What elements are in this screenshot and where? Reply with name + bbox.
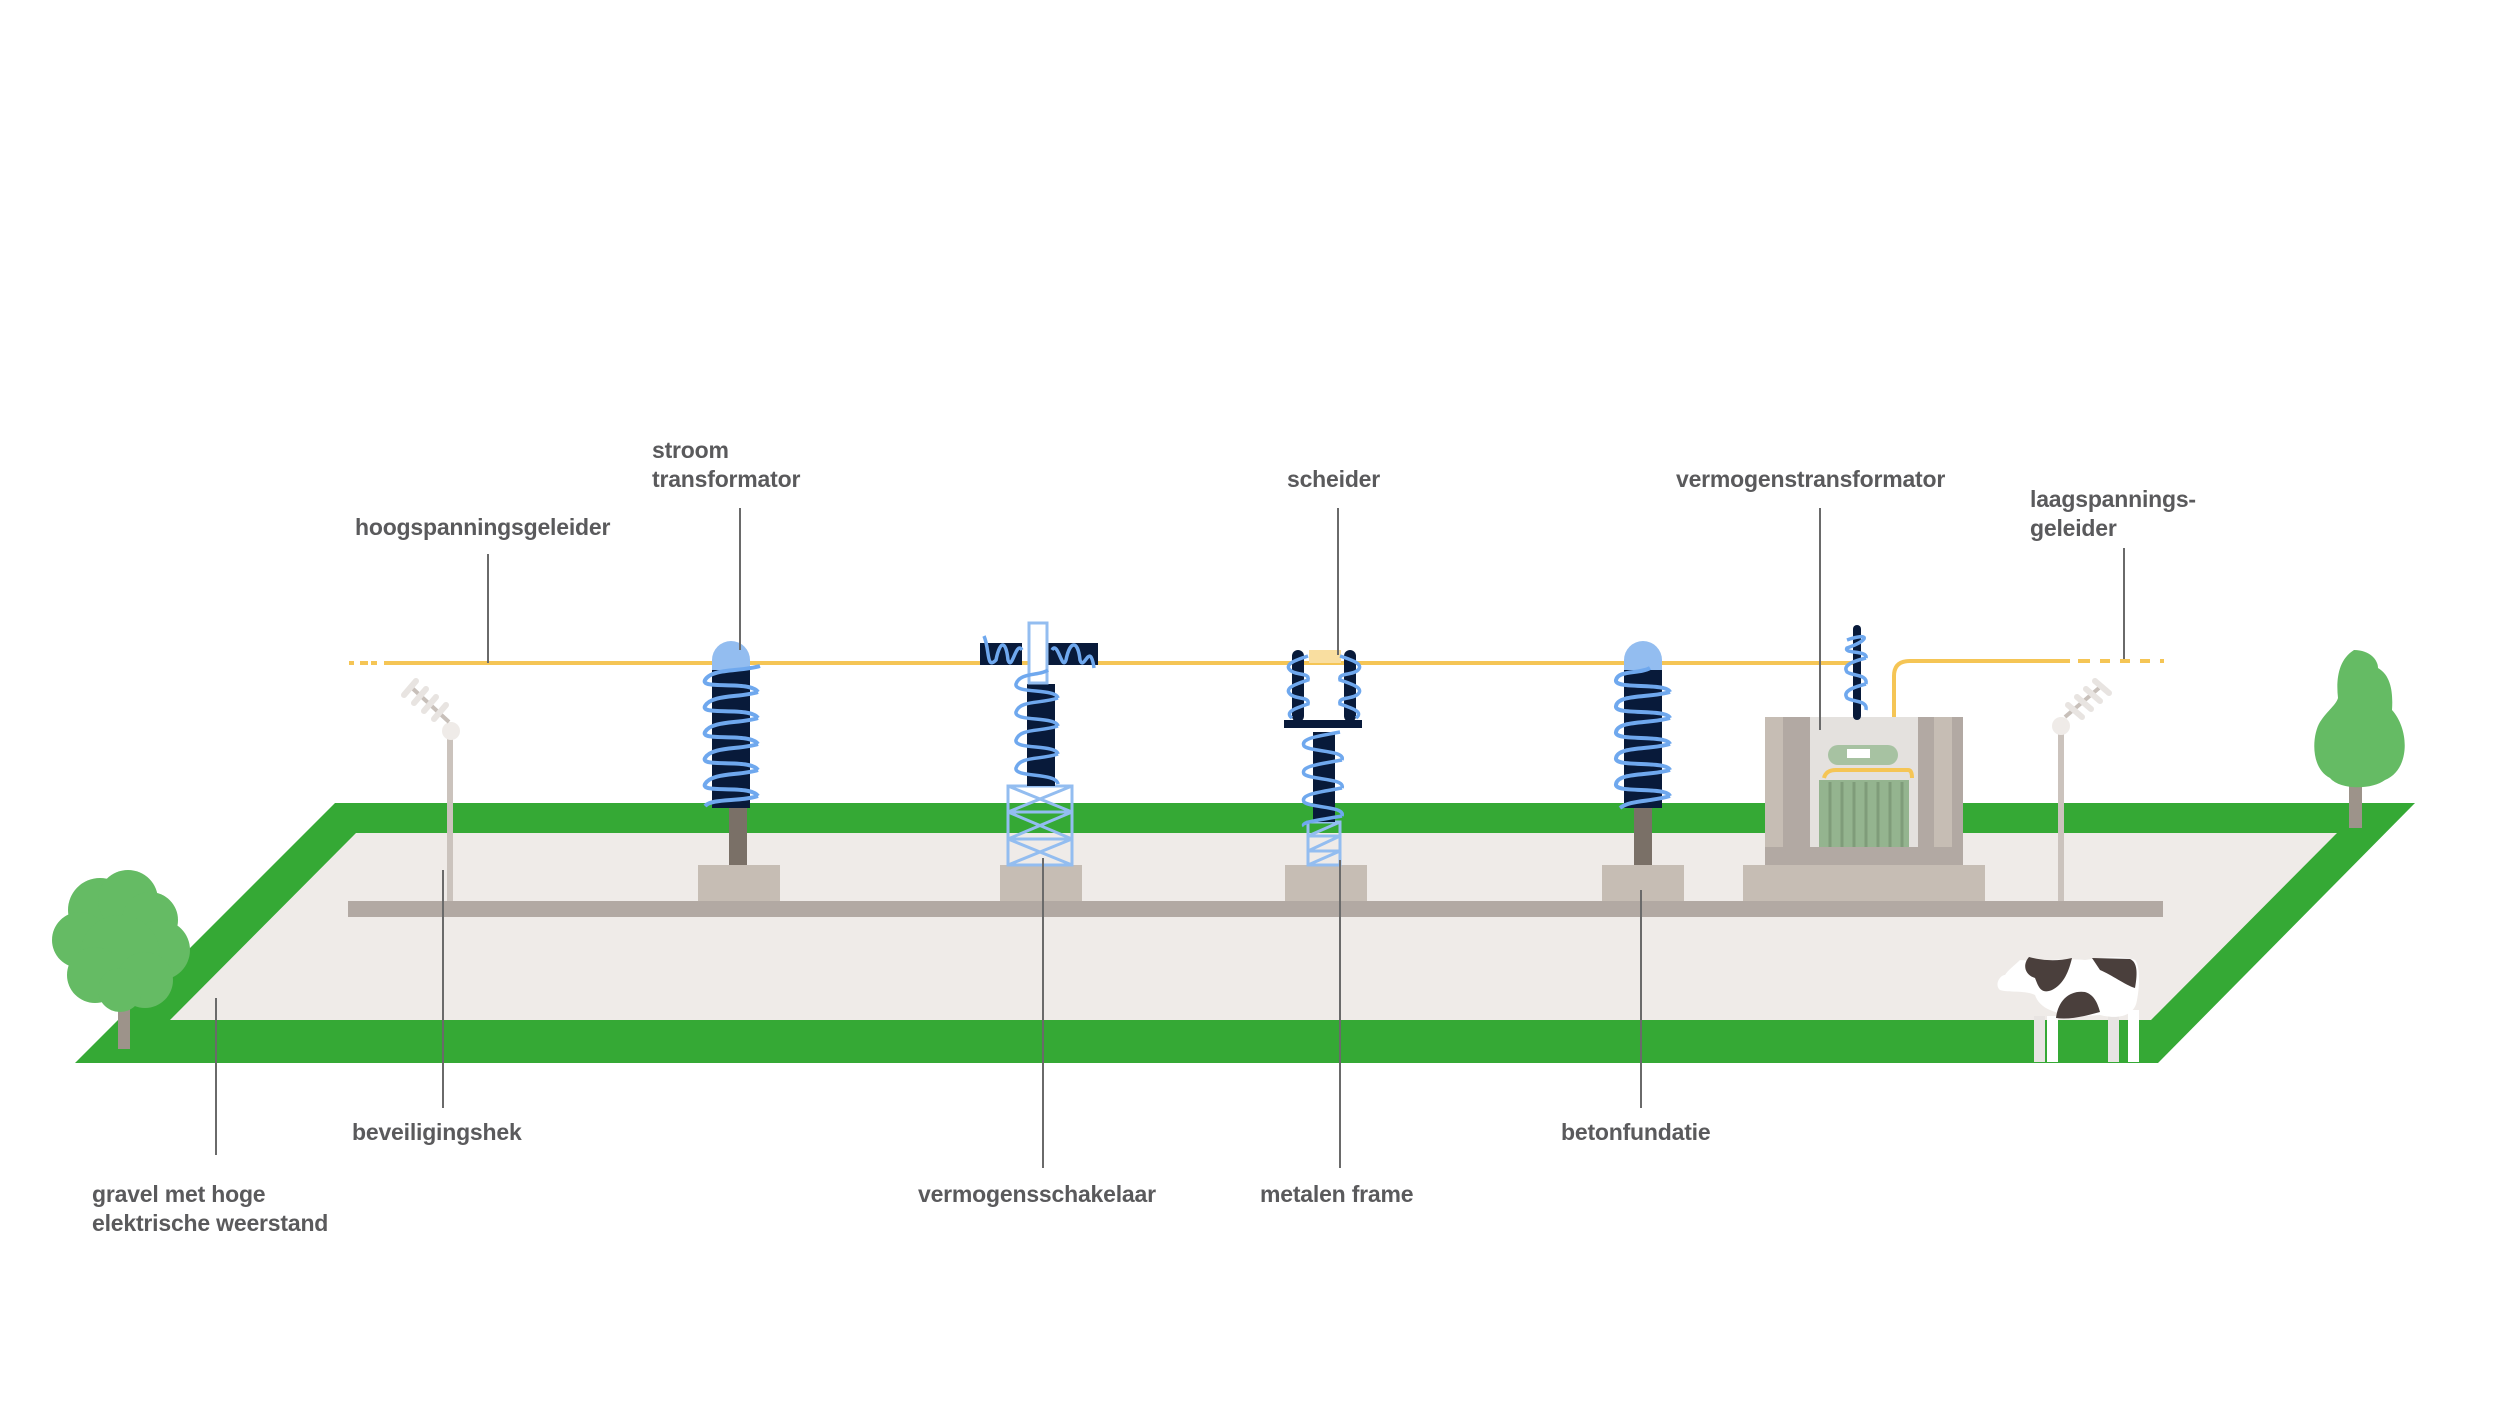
label-disconnector: scheider: [1287, 466, 1381, 492]
label-high-voltage-conductor: hoogspanningsgeleider: [355, 514, 611, 540]
leader-lines: [215, 508, 2125, 1168]
fence-post-right: [2052, 678, 2112, 901]
label-metal-frame: metalen frame: [1260, 1181, 1414, 1207]
label-concrete-foundation: betonfundatie: [1561, 1119, 1711, 1145]
disconnector: [1284, 650, 1367, 901]
label-gravel: gravel met hoge elektrische weerstand: [92, 1181, 329, 1236]
circuit-breaker: [980, 621, 1098, 901]
power-transformer: [1743, 625, 1985, 901]
label-power-transformer: vermogenstransformator: [1676, 466, 1946, 492]
fence-post-left: [401, 678, 460, 901]
cow: [1997, 957, 2140, 1062]
label-circuit-breaker: vermogensschakelaar: [918, 1181, 1156, 1207]
label-current-transformer: stroom transformator: [652, 437, 801, 492]
label-low-voltage-conductor: laagspannings- geleider: [2030, 486, 2196, 541]
fence-base-bar: [348, 901, 2163, 917]
surge-arrester: [1602, 641, 1684, 901]
low-voltage-conductor: [1892, 659, 2164, 718]
gravel-area: [170, 833, 2337, 1020]
tree-right: [2314, 650, 2405, 828]
tree-left: [52, 870, 190, 1049]
label-security-fence: beveiligingshek: [352, 1119, 522, 1145]
current-transformer: [698, 641, 780, 901]
